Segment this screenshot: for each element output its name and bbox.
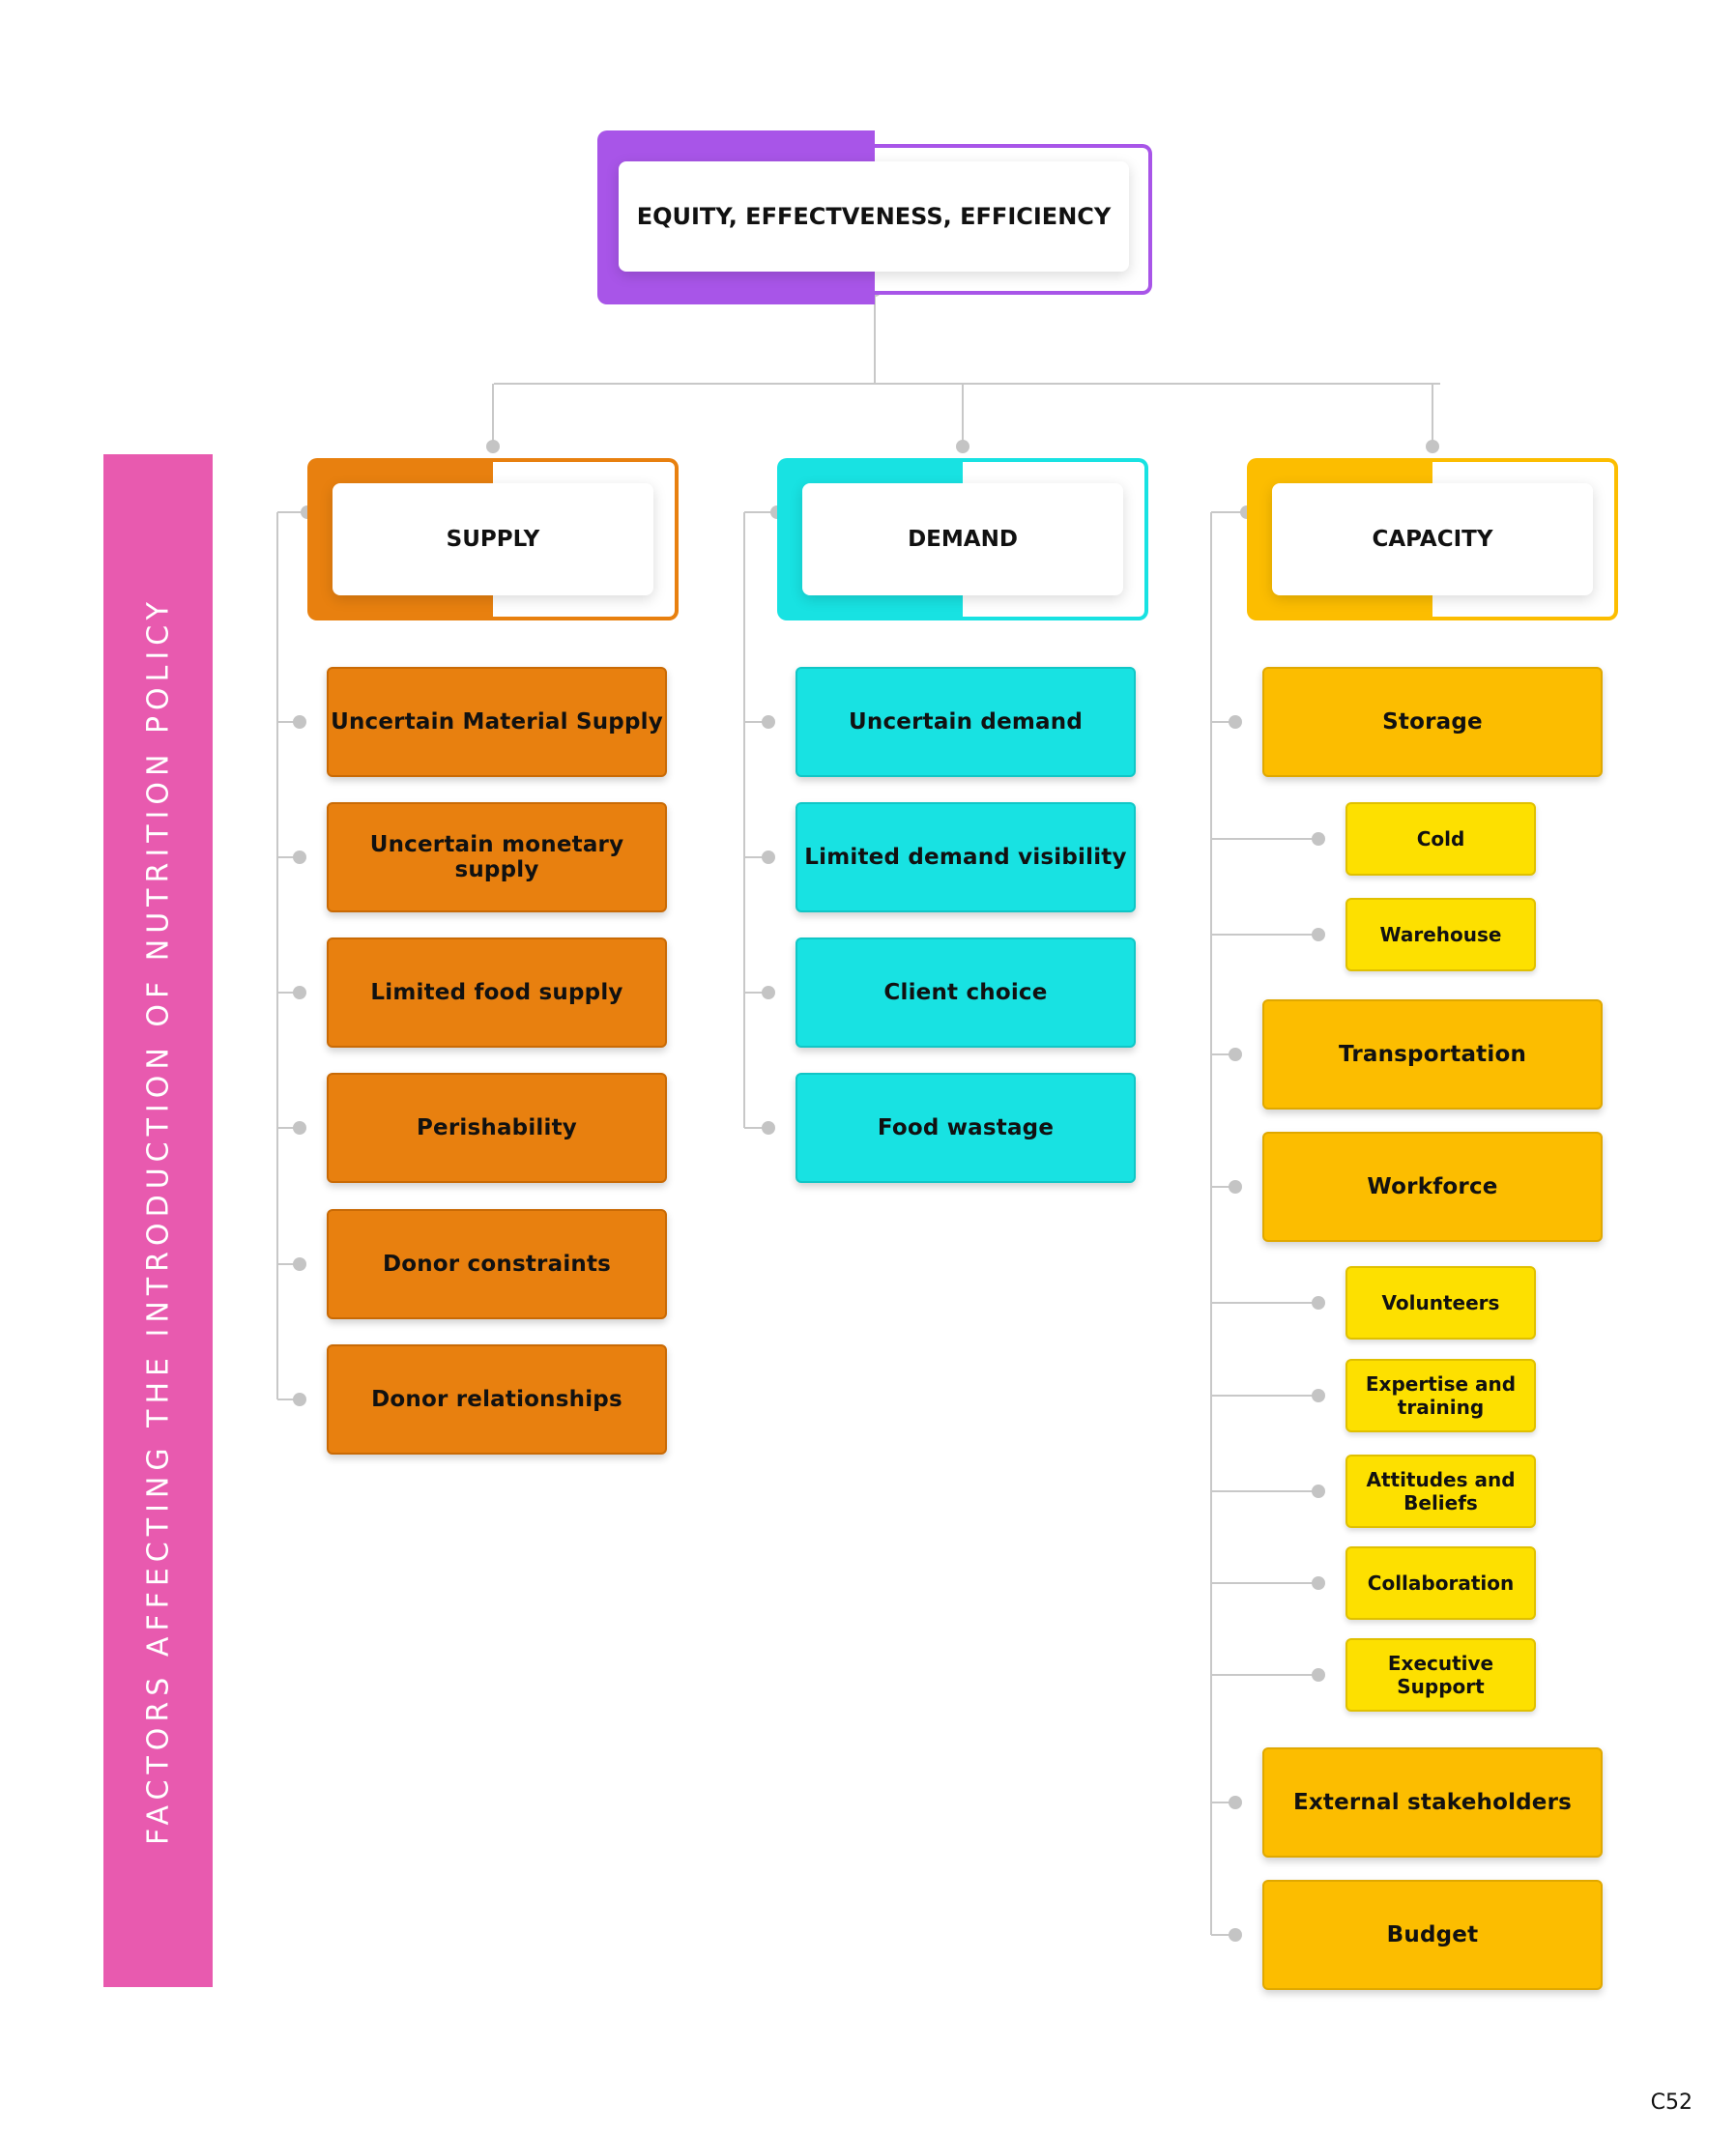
sub-factor-executive-support: Executive Support — [1345, 1638, 1536, 1712]
budget-connector-dot — [1229, 1928, 1242, 1942]
factor-uncertain-monetary-supply: Uncertain monetary supply — [327, 802, 667, 912]
factor-budget: Budget — [1262, 1880, 1603, 1990]
uncertain-material-supply-connector-dot — [293, 715, 306, 729]
food-wastage-connector-dot — [762, 1121, 775, 1135]
factor-workforce: Workforce — [1262, 1132, 1603, 1242]
sub-factor-attitudes-and-beliefs: Attitudes and Beliefs — [1345, 1455, 1536, 1528]
factor-transportation: Transportation — [1262, 999, 1603, 1110]
sub-factor-volunteers: Volunteers — [1345, 1266, 1536, 1340]
donor-relationships-connector-dot — [293, 1393, 306, 1406]
warehouse-connector-dot — [1312, 928, 1325, 941]
factor-donor-relationships: Donor relationships — [327, 1344, 667, 1455]
capacity-drop-dot — [1426, 440, 1439, 453]
capacity-header: CAPACITY — [1247, 458, 1618, 620]
uncertain-demand-connector-dot — [762, 715, 775, 729]
capacity-header-label: CAPACITY — [1272, 483, 1593, 595]
client-choice-connector-dot — [762, 986, 775, 999]
perishability-connector-dot — [293, 1121, 306, 1135]
factor-perishability: Perishability — [327, 1073, 667, 1183]
sub-factor-expertise-and-training: Expertise and training — [1345, 1359, 1536, 1432]
donor-constraints-connector-dot — [293, 1257, 306, 1271]
sub-factor-warehouse: Warehouse — [1345, 898, 1536, 971]
executive-support-connector-dot — [1312, 1668, 1325, 1682]
expertise-and-training-connector-dot — [1312, 1389, 1325, 1402]
factor-food-wastage: Food wastage — [796, 1073, 1136, 1183]
workforce-connector-dot — [1229, 1180, 1242, 1194]
cold-connector-dot — [1312, 832, 1325, 846]
transportation-connector-dot — [1229, 1048, 1242, 1061]
factor-limited-demand-visibility: Limited demand visibility — [796, 802, 1136, 912]
demand-header-label: DEMAND — [802, 483, 1123, 595]
collaboration-connector-dot — [1312, 1576, 1325, 1590]
factor-donor-constraints: Donor constraints — [327, 1209, 667, 1319]
factor-storage: Storage — [1262, 667, 1603, 777]
supply-drop-dot — [486, 440, 500, 453]
root-node-label: EQUITY, EFFECTVENESS, EFFICIENCY — [619, 161, 1129, 272]
sub-factor-collaboration: Collaboration — [1345, 1546, 1536, 1620]
factor-client-choice: Client choice — [796, 937, 1136, 1048]
demand-header: DEMAND — [777, 458, 1148, 620]
factor-external-stakeholders: External stakeholders — [1262, 1747, 1603, 1858]
factor-uncertain-material-supply: Uncertain Material Supply — [327, 667, 667, 777]
volunteers-connector-dot — [1312, 1296, 1325, 1310]
supply-header: SUPPLY — [307, 458, 679, 620]
attitudes-and-beliefs-connector-dot — [1312, 1485, 1325, 1498]
limited-food-supply-connector-dot — [293, 986, 306, 999]
sub-factor-cold: Cold — [1345, 802, 1536, 876]
storage-connector-dot — [1229, 715, 1242, 729]
side-banner-label: FACTORS AFFECTING THE INTRODUCTION OF NU… — [141, 596, 176, 1845]
supply-header-label: SUPPLY — [333, 483, 653, 595]
uncertain-monetary-supply-connector-dot — [293, 851, 306, 864]
side-banner — [103, 454, 213, 1987]
root-node: EQUITY, EFFECTVENESS, EFFICIENCY — [597, 130, 1152, 304]
demand-drop-dot — [956, 440, 969, 453]
factor-uncertain-demand: Uncertain demand — [796, 667, 1136, 777]
page-number: C52 — [1650, 2091, 1693, 2115]
external-stakeholders-connector-dot — [1229, 1796, 1242, 1809]
limited-demand-visibility-connector-dot — [762, 851, 775, 864]
factor-limited-food-supply: Limited food supply — [327, 937, 667, 1048]
